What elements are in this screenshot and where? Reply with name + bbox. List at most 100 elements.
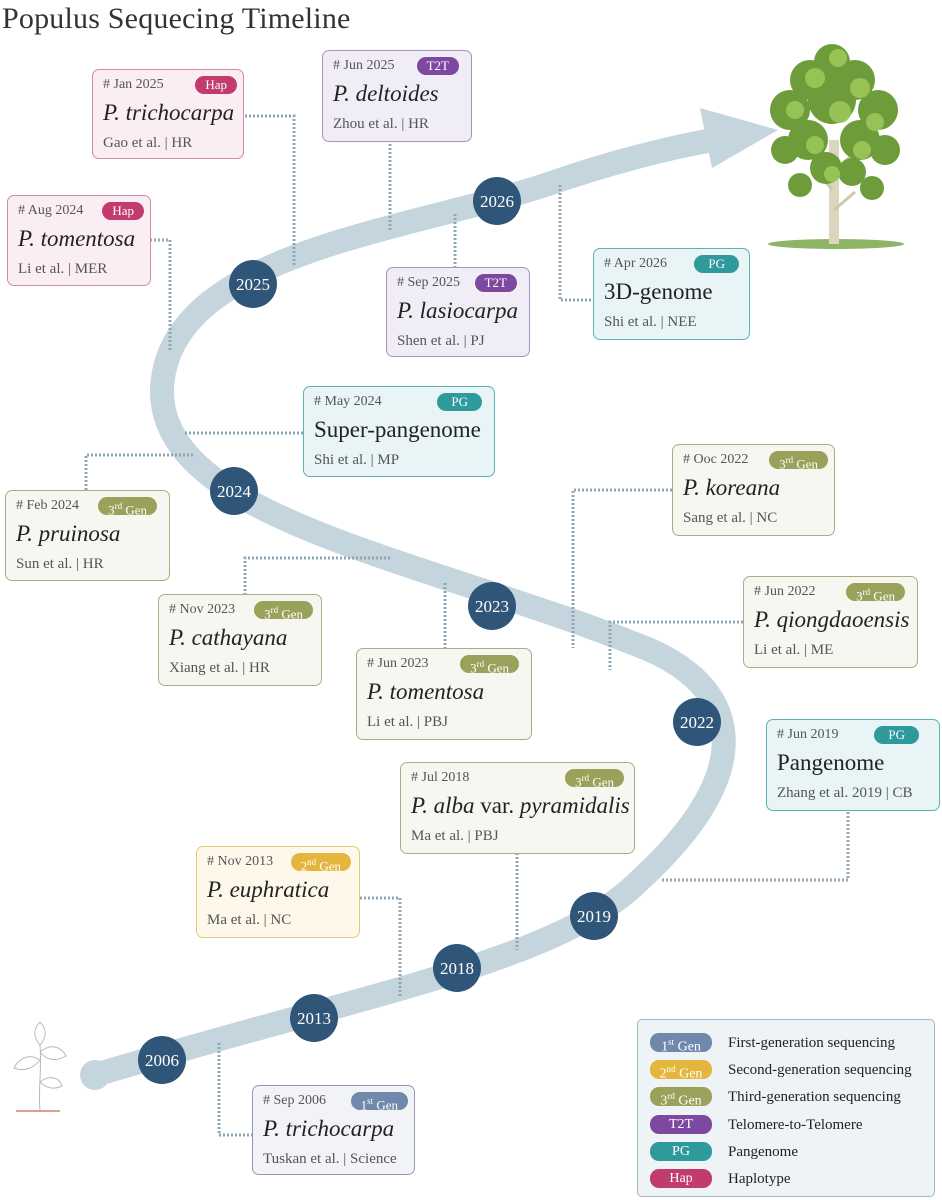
milestone-2019: 2019 bbox=[570, 892, 618, 940]
card-species: P. koreana bbox=[683, 475, 781, 500]
milestone-2022: 2022 bbox=[673, 698, 721, 746]
card-date: # Sep 2006 bbox=[263, 1093, 326, 1108]
connector-jun-2022 bbox=[608, 620, 743, 670]
card-species: P. tomentosa bbox=[367, 679, 485, 704]
card-date: # May 2024 bbox=[314, 394, 382, 409]
milestone-circle bbox=[673, 698, 721, 746]
milestone-circle bbox=[433, 944, 481, 992]
badge-rest: Gen bbox=[674, 1039, 701, 1055]
milestone-year: 2025 bbox=[236, 275, 270, 294]
card-jun-2025: # Jun 2025 T2T P. deltoides Zhou et al. … bbox=[322, 50, 472, 142]
card-date: # Nov 2023 bbox=[169, 602, 236, 617]
timeline-arrowhead bbox=[700, 108, 778, 168]
pg-badge: PG bbox=[650, 1142, 712, 1161]
milestone-circle bbox=[468, 582, 516, 630]
card-citation: Sun et al. | HR bbox=[16, 556, 104, 572]
badge-sup: rd bbox=[476, 659, 485, 669]
card-date: # Jul 2018 bbox=[411, 770, 470, 785]
hap-badge: Hap bbox=[650, 1169, 712, 1188]
species-var: var. bbox=[474, 793, 520, 818]
t2t-badge: T2T bbox=[650, 1115, 712, 1134]
milestone-year: 2013 bbox=[297, 1009, 331, 1028]
card-date: # Jun 2025 bbox=[333, 58, 395, 73]
card-jan-2025: # Jan 2025 Hap P. trichocarpa Gao et al.… bbox=[92, 69, 244, 159]
gen3-badge: 3rd Gen bbox=[460, 655, 519, 676]
milestone-year: 2019 bbox=[577, 907, 611, 926]
card-nov-2023: # Nov 2023 3rd Gen P. cathayana Xiang et… bbox=[158, 594, 322, 686]
card-citation: Tuskan et al. | Science bbox=[263, 1151, 397, 1167]
card-citation: Shi et al. | MP bbox=[314, 452, 400, 468]
card-date: # Ooc 2022 bbox=[683, 452, 749, 467]
card-jun-2019: # Jun 2019 PG Pangenome Zhang et al. 201… bbox=[766, 719, 940, 811]
milestone-year: 2022 bbox=[680, 713, 714, 732]
gen3-badge: 3rd Gen bbox=[846, 583, 905, 604]
badge-sup: nd bbox=[307, 857, 317, 867]
badge-num: 3 bbox=[108, 502, 115, 518]
badge-sup: st bbox=[367, 1096, 374, 1106]
card-date: # Jun 2023 bbox=[367, 656, 429, 671]
card-feb-2024: # Feb 2024 3rd Gen P. pruinosa Sun et al… bbox=[5, 490, 170, 581]
milestone-year: 2018 bbox=[440, 959, 474, 978]
card-citation: Zhang et al. 2019 | CB bbox=[777, 785, 913, 801]
badge-sup: rd bbox=[270, 605, 279, 615]
card-citation: Zhou et al. | HR bbox=[333, 116, 429, 132]
hap-badge: Hap bbox=[195, 76, 237, 94]
badge-rest: Gen bbox=[870, 588, 895, 604]
badge-sup: nd bbox=[666, 1064, 676, 1074]
t2t-badge: T2T bbox=[474, 274, 517, 292]
gen3-badge: 3rd Gen bbox=[650, 1087, 712, 1109]
badge-num: 3 bbox=[575, 774, 582, 790]
connector-nov-2023 bbox=[243, 556, 390, 595]
badge-num: 2 bbox=[659, 1066, 667, 1082]
badge-sup: rd bbox=[667, 1091, 675, 1101]
card-citation: Li et al. | ME bbox=[754, 642, 834, 658]
connector-jan-2025 bbox=[245, 114, 296, 265]
species-genus: P. alba bbox=[411, 793, 475, 818]
card-sep-2006: # Sep 2006 1st Gen P. trichocarpa Tuskan… bbox=[252, 1085, 415, 1175]
card-jul-2018: # Jul 2018 3rd Gen P. alba var. pyramida… bbox=[400, 762, 635, 854]
badge-sup: rd bbox=[114, 501, 123, 511]
badge-rest: Gen bbox=[122, 502, 147, 518]
milestone-circle bbox=[229, 260, 277, 308]
t2t-badge: T2T bbox=[416, 57, 459, 75]
badge-sup: st bbox=[668, 1037, 675, 1047]
card-species: P. trichocarpa bbox=[263, 1116, 395, 1141]
badge-rest: Gen bbox=[793, 456, 818, 472]
card-date: # Jun 2022 bbox=[754, 584, 816, 599]
legend-label: Second-generation sequencing bbox=[728, 1062, 912, 1078]
milestone-circle bbox=[473, 177, 521, 225]
badge-sup: rd bbox=[862, 587, 871, 597]
badge-num: 3 bbox=[470, 660, 477, 676]
milestone-circle bbox=[138, 1036, 186, 1084]
card-nov-2013: # Nov 2013 2nd Gen P. euphratica Ma et a… bbox=[196, 846, 360, 938]
tree-illustration bbox=[768, 44, 904, 249]
milestone-circle bbox=[290, 994, 338, 1042]
card-species: P. alba var. pyramidalis bbox=[411, 793, 630, 819]
milestone-year: 2024 bbox=[217, 482, 252, 501]
gen2-badge: 2nd Gen bbox=[650, 1060, 712, 1082]
pg-badge: PG bbox=[694, 255, 739, 273]
card-species: Super-pangenome bbox=[314, 417, 481, 442]
gen3-badge: 3rd Gen bbox=[98, 497, 157, 518]
badge-rest: Gen bbox=[373, 1097, 398, 1113]
card-species: P. pruinosa bbox=[16, 521, 121, 546]
card-species: 3D-genome bbox=[604, 279, 713, 304]
card-date: # Sep 2025 bbox=[397, 275, 460, 290]
card-species: P. qiongdaoensis bbox=[754, 607, 910, 632]
card-jun-2022: # Jun 2022 3rd Gen P. qiongdaoensis Li e… bbox=[743, 576, 918, 668]
card-species: P. cathayana bbox=[169, 625, 288, 650]
milestone-year: 2026 bbox=[480, 192, 514, 211]
milestone-circle bbox=[570, 892, 618, 940]
badge-rest: Gen bbox=[278, 606, 303, 622]
badge-num: 1 bbox=[661, 1039, 669, 1055]
milestone-year: 2023 bbox=[475, 597, 509, 616]
card-date: # Apr 2026 bbox=[604, 256, 667, 271]
pg-badge: PG bbox=[437, 393, 482, 411]
card-species: P. deltoides bbox=[333, 81, 439, 106]
badge-rest: Gen bbox=[674, 1093, 702, 1109]
card-date: # Feb 2024 bbox=[16, 498, 79, 513]
badge-rest: Gen bbox=[484, 660, 509, 676]
card-sep-2025: # Sep 2025 T2T P. lasiocarpa Shen et al.… bbox=[386, 267, 530, 357]
milestone-2023: 2023 bbox=[468, 582, 516, 630]
